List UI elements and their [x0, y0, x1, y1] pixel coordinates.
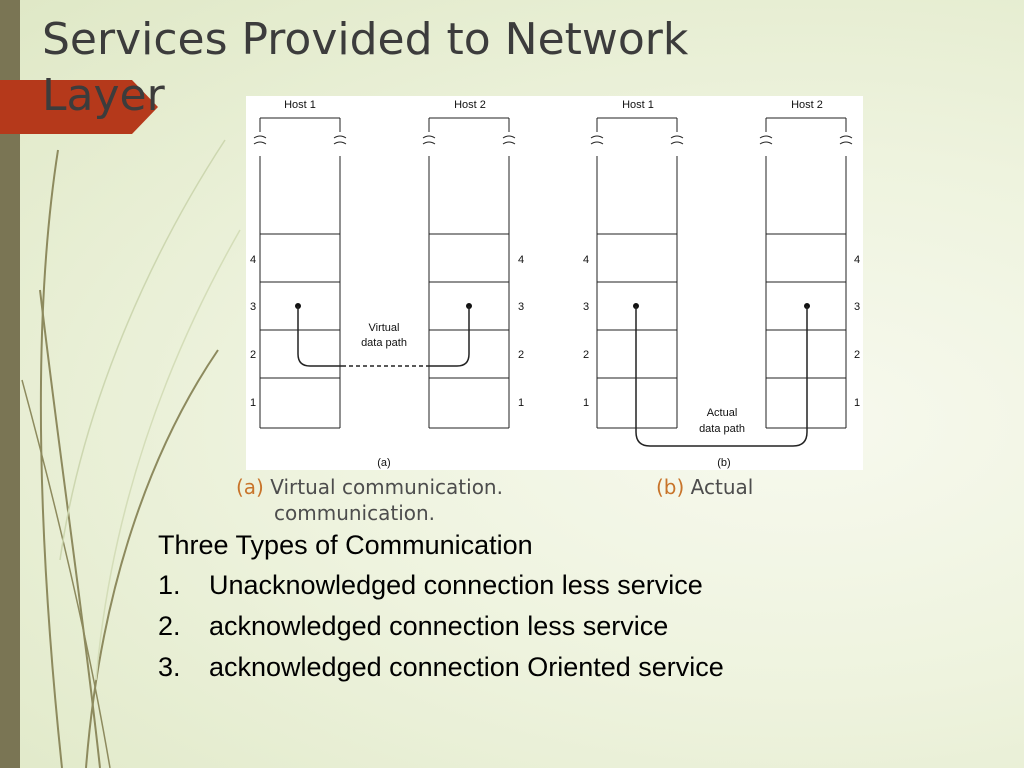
list-item: 3. acknowledged connection Oriented serv… [158, 650, 938, 684]
panel-b-layer-right-1: 1 [854, 397, 860, 409]
caption-b-text: Actual [690, 475, 754, 499]
panel-a-layer-right-2: 2 [518, 349, 524, 361]
list-item-text: Unacknowledged connection less service [209, 570, 703, 600]
panel-b-layer-right-4: 4 [854, 254, 860, 266]
panel-a-host2-label: Host 2 [454, 99, 486, 111]
panel-b-host2-stack [759, 117, 853, 429]
panel-b-actual-path [635, 306, 808, 447]
decorative-grass-lines [21, 139, 241, 768]
panel-b-layer-left-4: 4 [583, 254, 589, 266]
panel-a-layer-left-3: 3 [250, 301, 256, 313]
list-item-number: 1. [158, 570, 181, 600]
panel-a-layer-left-2: 2 [250, 349, 256, 361]
content-body: Three Types of Communication 1. Unacknow… [158, 528, 938, 691]
list-item-text: acknowledged connection less service [209, 611, 669, 641]
panel-b-layer-left-1: 1 [583, 397, 589, 409]
side-bar [0, 0, 20, 768]
caption-a-tag: (a) [236, 475, 264, 499]
caption-a-text: Virtual communication. [270, 475, 503, 499]
panel-b-layer-left-2: 2 [583, 349, 589, 361]
panel-a-layer-left-1: 1 [250, 397, 256, 409]
list-item-number: 3. [158, 652, 181, 682]
caption-a: (a) Virtual communication. [236, 474, 503, 500]
panel-a-layer-right-4: 4 [518, 254, 524, 266]
panel-b-layer-left-3: 3 [583, 301, 589, 313]
caption-b-tag: (b) [656, 475, 685, 499]
panel-a-layer-right-1: 1 [518, 397, 524, 409]
panel-b-sub-label: (b) [717, 457, 730, 469]
caption-continuation: communication. [274, 501, 436, 525]
panel-b-layer-right-2: 2 [854, 349, 860, 361]
list-item: 2. acknowledged connection less service [158, 609, 938, 643]
panel-a: Host 1 Host 2 [250, 99, 524, 469]
panel-a-layer-left-4: 4 [250, 254, 256, 266]
caption-b: (b) Actual [656, 474, 753, 500]
list-item-number: 2. [158, 611, 181, 641]
panel-a-layer-right-3: 3 [518, 301, 524, 313]
panel-b-host2-label: Host 2 [791, 99, 823, 111]
panel-b-path-label-1: Actual [707, 407, 738, 419]
list-item-text: acknowledged connection Oriented service [209, 652, 724, 682]
panel-a-host1-stack [253, 117, 347, 429]
panel-a-path-right [428, 306, 470, 367]
list-item: 1. Unacknowledged connection less servic… [158, 568, 938, 602]
panel-b: Host 1 Host 2 [583, 99, 860, 469]
panel-b-host1-stack [590, 117, 684, 429]
panel-a-host1-label: Host 1 [284, 99, 316, 111]
panel-a-path-label-2: data path [361, 337, 407, 349]
panel-a-path-left [297, 306, 342, 367]
content-heading: Three Types of Communication [158, 530, 533, 560]
panel-a-host2-stack [422, 117, 516, 429]
panel-b-host1-label: Host 1 [622, 99, 654, 111]
panel-a-path-label-1: Virtual [369, 322, 400, 334]
panel-b-path-label-2: data path [699, 423, 745, 435]
communication-types-list: 1. Unacknowledged connection less servic… [158, 568, 938, 684]
slide-title: Services Provided to Network Layer [42, 14, 689, 121]
title-accent-arrow [0, 80, 158, 134]
panel-b-layer-right-3: 3 [854, 301, 860, 313]
panel-a-sub-label: (a) [377, 457, 390, 469]
network-layer-figure: Host 1 Host 2 [246, 96, 863, 470]
figure-svg: Host 1 Host 2 [250, 99, 860, 469]
